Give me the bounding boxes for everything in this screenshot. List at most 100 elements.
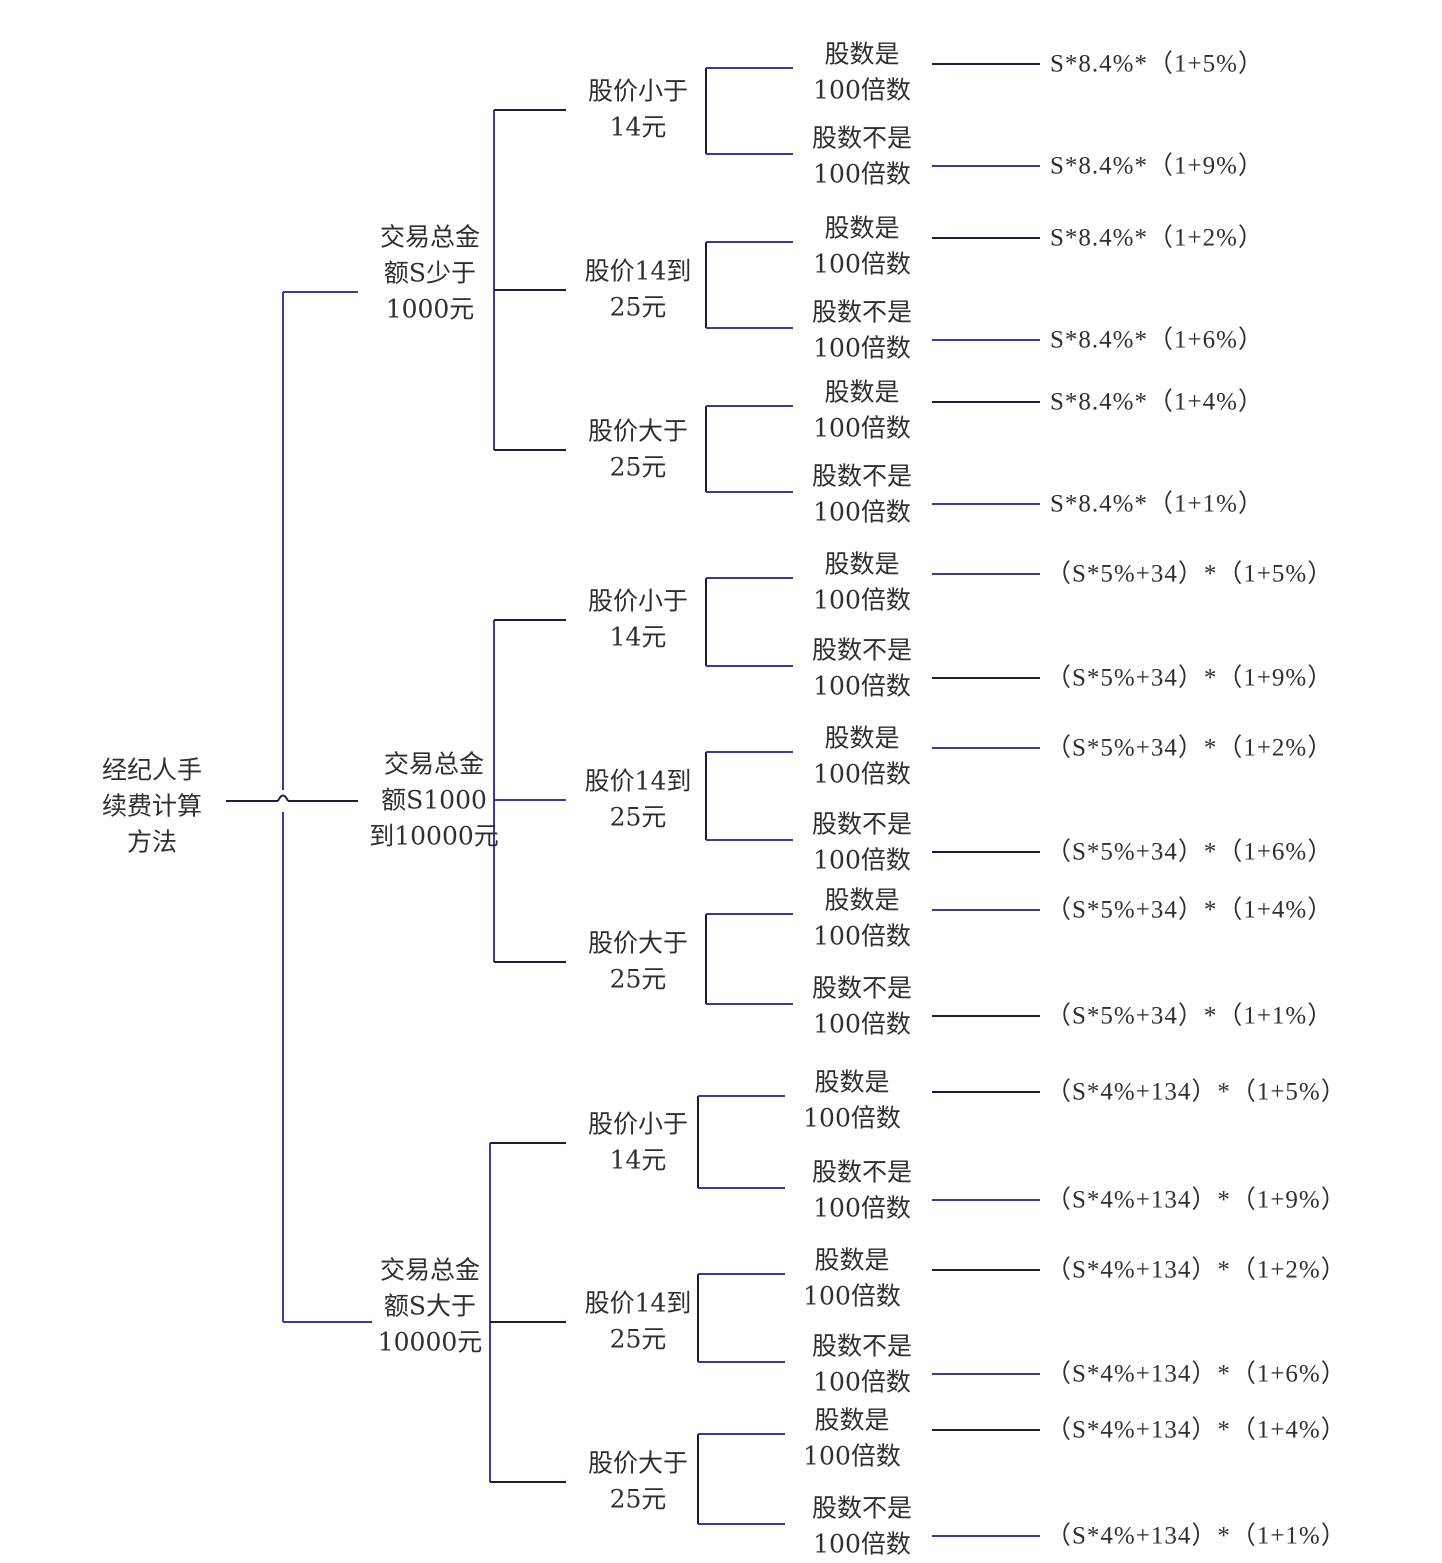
share-condition-label-line: 股数是 — [824, 886, 899, 915]
share-condition-label: 股数是 100倍数 — [803, 1406, 901, 1471]
share-condition-label-line: 100倍数 — [813, 160, 911, 189]
price-band-label-line: 股价14到 — [585, 767, 692, 796]
price-band-label-line: 股价大于 — [588, 929, 688, 958]
amount-group-label-line: 交易总金 — [380, 223, 480, 252]
share-condition-label-line: 100倍数 — [803, 1104, 901, 1133]
price-band-label-line: 股价小于 — [588, 587, 688, 616]
amount-group-label-line: 交易总金 — [384, 750, 484, 779]
fee-formula: （S*4%+134）*（1+6%） — [1046, 1360, 1347, 1388]
share-condition-label-line: 股数是 — [824, 724, 899, 753]
share-condition-label: 股数是 100倍数 — [813, 378, 911, 443]
price-band-label-line: 14元 — [610, 113, 667, 142]
share-condition-label-line: 股数是 — [824, 378, 899, 407]
tree-edges — [226, 63, 1040, 1537]
share-condition-label-line: 100倍数 — [813, 586, 911, 615]
amount-group-label-line: 10000元 — [378, 1328, 483, 1357]
share-condition-label-line: 100倍数 — [813, 76, 911, 105]
amount-group-label-line: 到10000元 — [369, 822, 499, 851]
share-condition-label-line: 100倍数 — [813, 414, 911, 443]
price-band-label-line: 14元 — [610, 1146, 667, 1175]
share-condition-label-line: 100倍数 — [813, 1530, 911, 1559]
fee-formula: （S*4%+134）*（1+4%） — [1046, 1416, 1347, 1444]
share-condition-label-line: 股数是 — [814, 1068, 889, 1097]
fee-formula: （S*4%+134）*（1+1%） — [1046, 1522, 1347, 1550]
share-condition-label-line: 股数不是 — [812, 636, 912, 665]
fee-formula: （S*5%+34）*（1+1%） — [1046, 1002, 1333, 1030]
fee-formula: S*8.4%*（1+5%） — [1050, 50, 1264, 78]
price-band-label-line: 25元 — [610, 453, 667, 482]
share-condition-label: 股数是 100倍数 — [803, 1246, 901, 1311]
root-node-label-line: 续费计算 — [102, 792, 202, 821]
share-condition-label-line: 股数不是 — [812, 124, 912, 153]
share-condition-label-line: 100倍数 — [813, 1368, 911, 1397]
price-band-label-line: 25元 — [610, 1325, 667, 1354]
share-condition-label-line: 100倍数 — [803, 1442, 901, 1471]
price-band-label: 股价小于 14元 — [588, 1110, 688, 1175]
fee-formula: （S*4%+134）*（1+2%） — [1046, 1256, 1347, 1284]
share-condition-label-line: 股数是 — [814, 1406, 889, 1435]
share-condition-label: 股数是 100倍数 — [813, 886, 911, 951]
price-band-label-line: 股价小于 — [588, 1110, 688, 1139]
fee-formula: （S*5%+34）*（1+2%） — [1046, 734, 1333, 762]
amount-group-label: 交易总金额S大于 10000元 — [378, 1256, 483, 1357]
fee-formula: S*8.4%*（1+4%） — [1050, 388, 1264, 416]
root-node-label-line: 经纪人手 — [102, 756, 202, 785]
fee-formula: S*8.4%*（1+1%） — [1050, 490, 1264, 518]
price-band-label-line: 25元 — [610, 965, 667, 994]
root-node-label: 经纪人手续费计算方法 — [102, 756, 202, 857]
share-condition-label: 股数不是 100倍数 — [812, 1332, 912, 1397]
fee-formula: （S*4%+134）*（1+5%） — [1046, 1078, 1347, 1106]
share-condition-label: 股数是 100倍数 — [813, 550, 911, 615]
share-condition-label-line: 股数不是 — [812, 974, 912, 1003]
root-connector-hop — [277, 794, 289, 802]
share-condition-label-line: 100倍数 — [813, 1010, 911, 1039]
fee-formula: （S*5%+34）*（1+4%） — [1046, 896, 1333, 924]
share-condition-label-line: 股数不是 — [812, 462, 912, 491]
price-band-label-line: 25元 — [610, 803, 667, 832]
price-band-label-line: 股价小于 — [588, 77, 688, 106]
amount-group-label-line: 交易总金 — [380, 1256, 480, 1285]
share-condition-label: 股数不是 100倍数 — [812, 462, 912, 527]
price-band-label-line: 25元 — [610, 293, 667, 322]
share-condition-label-line: 100倍数 — [813, 672, 911, 701]
share-condition-label-line: 100倍数 — [813, 922, 911, 951]
fee-formula: S*8.4%*（1+2%） — [1050, 224, 1264, 252]
share-condition-label-line: 股数是 — [824, 40, 899, 69]
share-condition-label-line: 股数不是 — [812, 810, 912, 839]
price-band-label: 股价14到 25元 — [585, 767, 692, 832]
fee-formula: S*8.4%*（1+6%） — [1050, 326, 1264, 354]
share-condition-label: 股数是 100倍数 — [813, 40, 911, 105]
fee-formula: （S*5%+34）*（1+6%） — [1046, 838, 1333, 866]
share-condition-label: 股数不是 100倍数 — [812, 974, 912, 1039]
share-condition-label-line: 股数是 — [814, 1246, 889, 1275]
price-band-label-line: 14元 — [610, 623, 667, 652]
share-condition-label: 股数不是 100倍数 — [812, 636, 912, 701]
share-condition-label: 股数不是 100倍数 — [812, 1158, 912, 1223]
share-condition-label-line: 股数不是 — [812, 298, 912, 327]
amount-group-label-line: 1000元 — [386, 295, 475, 324]
share-condition-label-line: 100倍数 — [803, 1282, 901, 1311]
share-condition-label-line: 100倍数 — [813, 846, 911, 875]
share-condition-label-line: 100倍数 — [813, 1194, 911, 1223]
price-band-label-line: 股价14到 — [585, 1289, 692, 1318]
amount-group-label-line: 额S大于 — [384, 1292, 476, 1321]
share-condition-label: 股数不是 100倍数 — [812, 810, 912, 875]
share-condition-label-line: 股数是 — [824, 214, 899, 243]
share-condition-label-line: 股数不是 — [812, 1158, 912, 1187]
price-band-label: 股价大于 25元 — [588, 417, 688, 482]
price-band-label-line: 股价大于 — [588, 417, 688, 446]
share-condition-label-line: 股数是 — [824, 550, 899, 579]
share-condition-label-line: 股数不是 — [812, 1332, 912, 1361]
price-band-label: 股价小于 14元 — [588, 587, 688, 652]
share-condition-label-line: 100倍数 — [813, 498, 911, 527]
